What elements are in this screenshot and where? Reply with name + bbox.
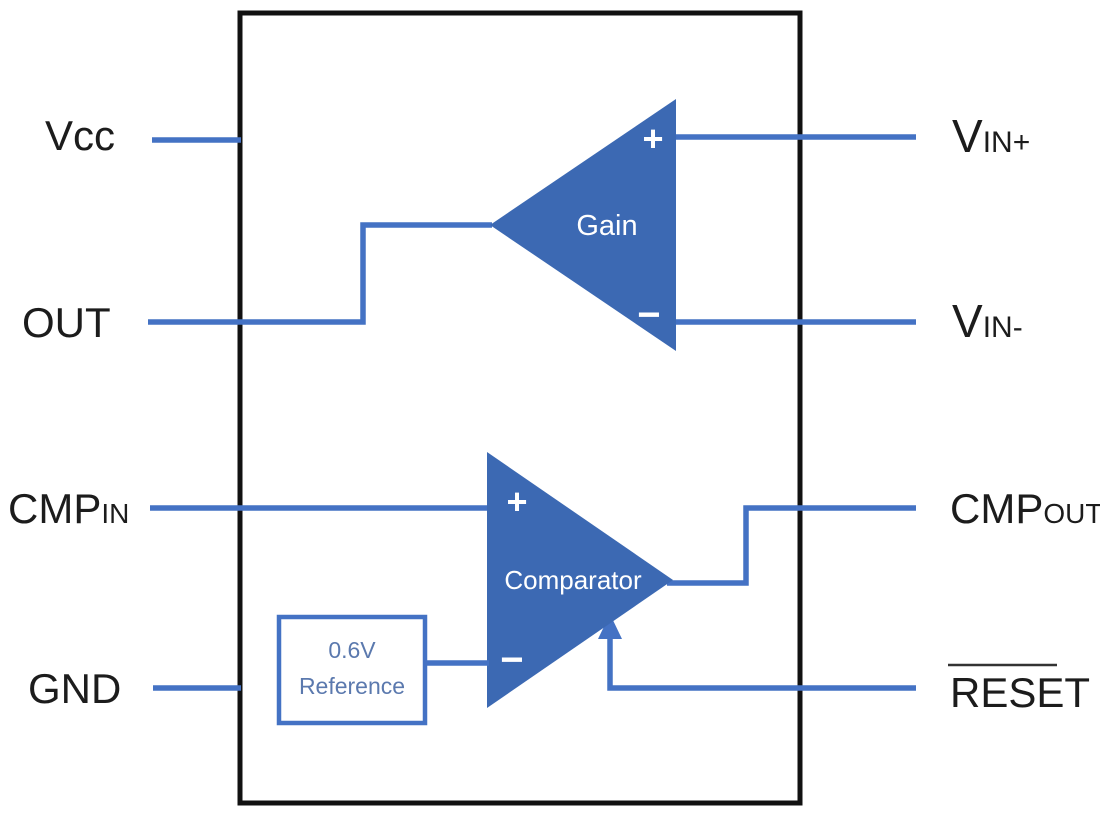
reset-arrowhead-icon xyxy=(598,614,622,639)
reference-name-label: Reference xyxy=(299,673,405,699)
cmp-out-pin-wire xyxy=(667,505,916,586)
comparator-minus-sign: − xyxy=(500,638,523,682)
comparator-block-label: Comparator xyxy=(504,565,642,595)
gain-plus-sign: + xyxy=(642,118,663,159)
pin-label-out: OUT xyxy=(22,299,111,346)
pin-label-cmp-out-sub: OUT xyxy=(1043,498,1100,529)
gain-amplifier-triangle xyxy=(490,99,676,351)
comparator-triangle xyxy=(487,452,673,708)
pin-label-vin-minus: VIN- xyxy=(952,295,1023,347)
pin-label-cmp-in: CMPIN xyxy=(8,485,129,532)
gain-minus-sign: − xyxy=(637,293,660,337)
reset-pin-wire xyxy=(607,636,916,691)
pin-label-gnd: GND xyxy=(28,665,121,712)
pin-label-cmp-out: CMPOUT xyxy=(950,485,1100,532)
gain-block-label: Gain xyxy=(576,210,637,242)
pin-label-vin-minus-sub: IN- xyxy=(983,311,1023,344)
pin-label-vin-plus-sub: IN+ xyxy=(983,126,1031,159)
pin-label-cmp-in-main: CMP xyxy=(8,485,101,532)
pin-label-reset: RESET xyxy=(950,669,1090,716)
pin-label-cmp-in-sub: IN xyxy=(101,498,129,529)
ic-outline-box xyxy=(237,10,803,806)
comparator-plus-sign: + xyxy=(506,481,527,522)
out-pin-wire xyxy=(148,222,492,325)
pin-label-vin-plus: VIN+ xyxy=(952,110,1030,162)
pin-label-cmp-out-main: CMP xyxy=(950,485,1043,532)
pin-label-vcc: Vcc xyxy=(45,112,115,159)
reference-value-label: 0.6V xyxy=(328,637,376,663)
voltage-reference-box xyxy=(276,614,428,726)
pin-label-vin-minus-main: V xyxy=(952,295,983,347)
pin-label-vin-plus-main: V xyxy=(952,110,983,162)
